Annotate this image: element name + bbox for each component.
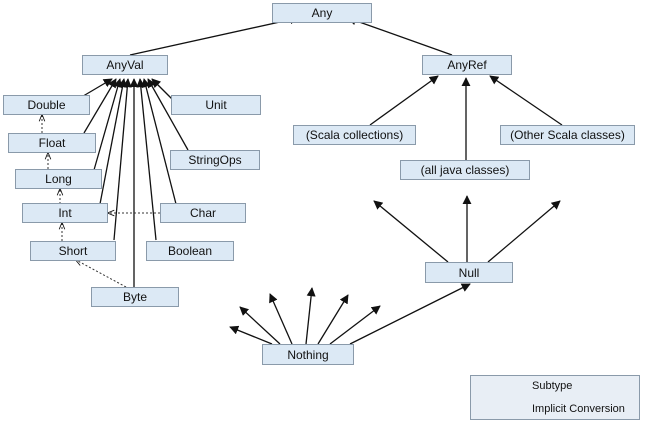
edge-nothing-fan-4 bbox=[305, 287, 316, 345]
node-scala-collections: (Scala collections) bbox=[293, 125, 416, 145]
node-java-classes: (all java classes) bbox=[400, 160, 530, 180]
node-anyref: AnyRef bbox=[422, 55, 512, 75]
edge-float-anyval bbox=[83, 78, 117, 134]
node-long: Long bbox=[15, 169, 102, 189]
node-float: Float bbox=[8, 133, 96, 153]
edge-nothing-fan-1 bbox=[229, 325, 273, 345]
edge-long-anyval bbox=[93, 78, 123, 171]
node-nothing: Nothing bbox=[262, 344, 354, 365]
node-unit: Unit bbox=[171, 95, 261, 115]
node-short: Short bbox=[30, 241, 116, 261]
edge-null-up-right bbox=[487, 200, 561, 263]
edge-nothing-fan-3 bbox=[269, 293, 293, 345]
edge-stringops-anyval bbox=[147, 78, 189, 151]
legend bbox=[470, 375, 640, 420]
node-anyval: AnyVal bbox=[82, 55, 168, 75]
node-boolean: Boolean bbox=[146, 241, 234, 261]
edge-short-anyval bbox=[113, 78, 132, 241]
edge-boolean-anyval bbox=[136, 78, 157, 241]
edge-nothing-fan-6 bbox=[329, 305, 381, 345]
edge-byte-short bbox=[76, 260, 127, 288]
edge-anyref-any bbox=[347, 16, 453, 56]
node-double: Double bbox=[3, 95, 90, 115]
node-other-scala: (Other Scala classes) bbox=[500, 125, 635, 145]
node-int: Int bbox=[22, 203, 108, 223]
node-null: Null bbox=[425, 262, 513, 283]
edge-anyval-any bbox=[129, 15, 299, 56]
edge-null-up-left bbox=[373, 200, 449, 263]
edge-nothing-null bbox=[349, 283, 471, 345]
node-any: Any bbox=[272, 3, 372, 23]
node-byte: Byte bbox=[91, 287, 179, 307]
edge-other-anyref bbox=[489, 75, 563, 126]
edge-nothing-fan-2 bbox=[239, 306, 281, 345]
legend-subtype-label: Subtype bbox=[532, 380, 573, 392]
legend-implicit-label: Implicit Conversion bbox=[532, 403, 625, 415]
node-stringops: StringOps bbox=[170, 150, 260, 170]
node-char: Char bbox=[160, 203, 246, 223]
edge-nothing-fan-5 bbox=[317, 294, 349, 345]
edge-char-anyval bbox=[141, 78, 177, 205]
edge-collections-anyref bbox=[369, 75, 439, 126]
edge-int-anyval bbox=[99, 78, 127, 205]
